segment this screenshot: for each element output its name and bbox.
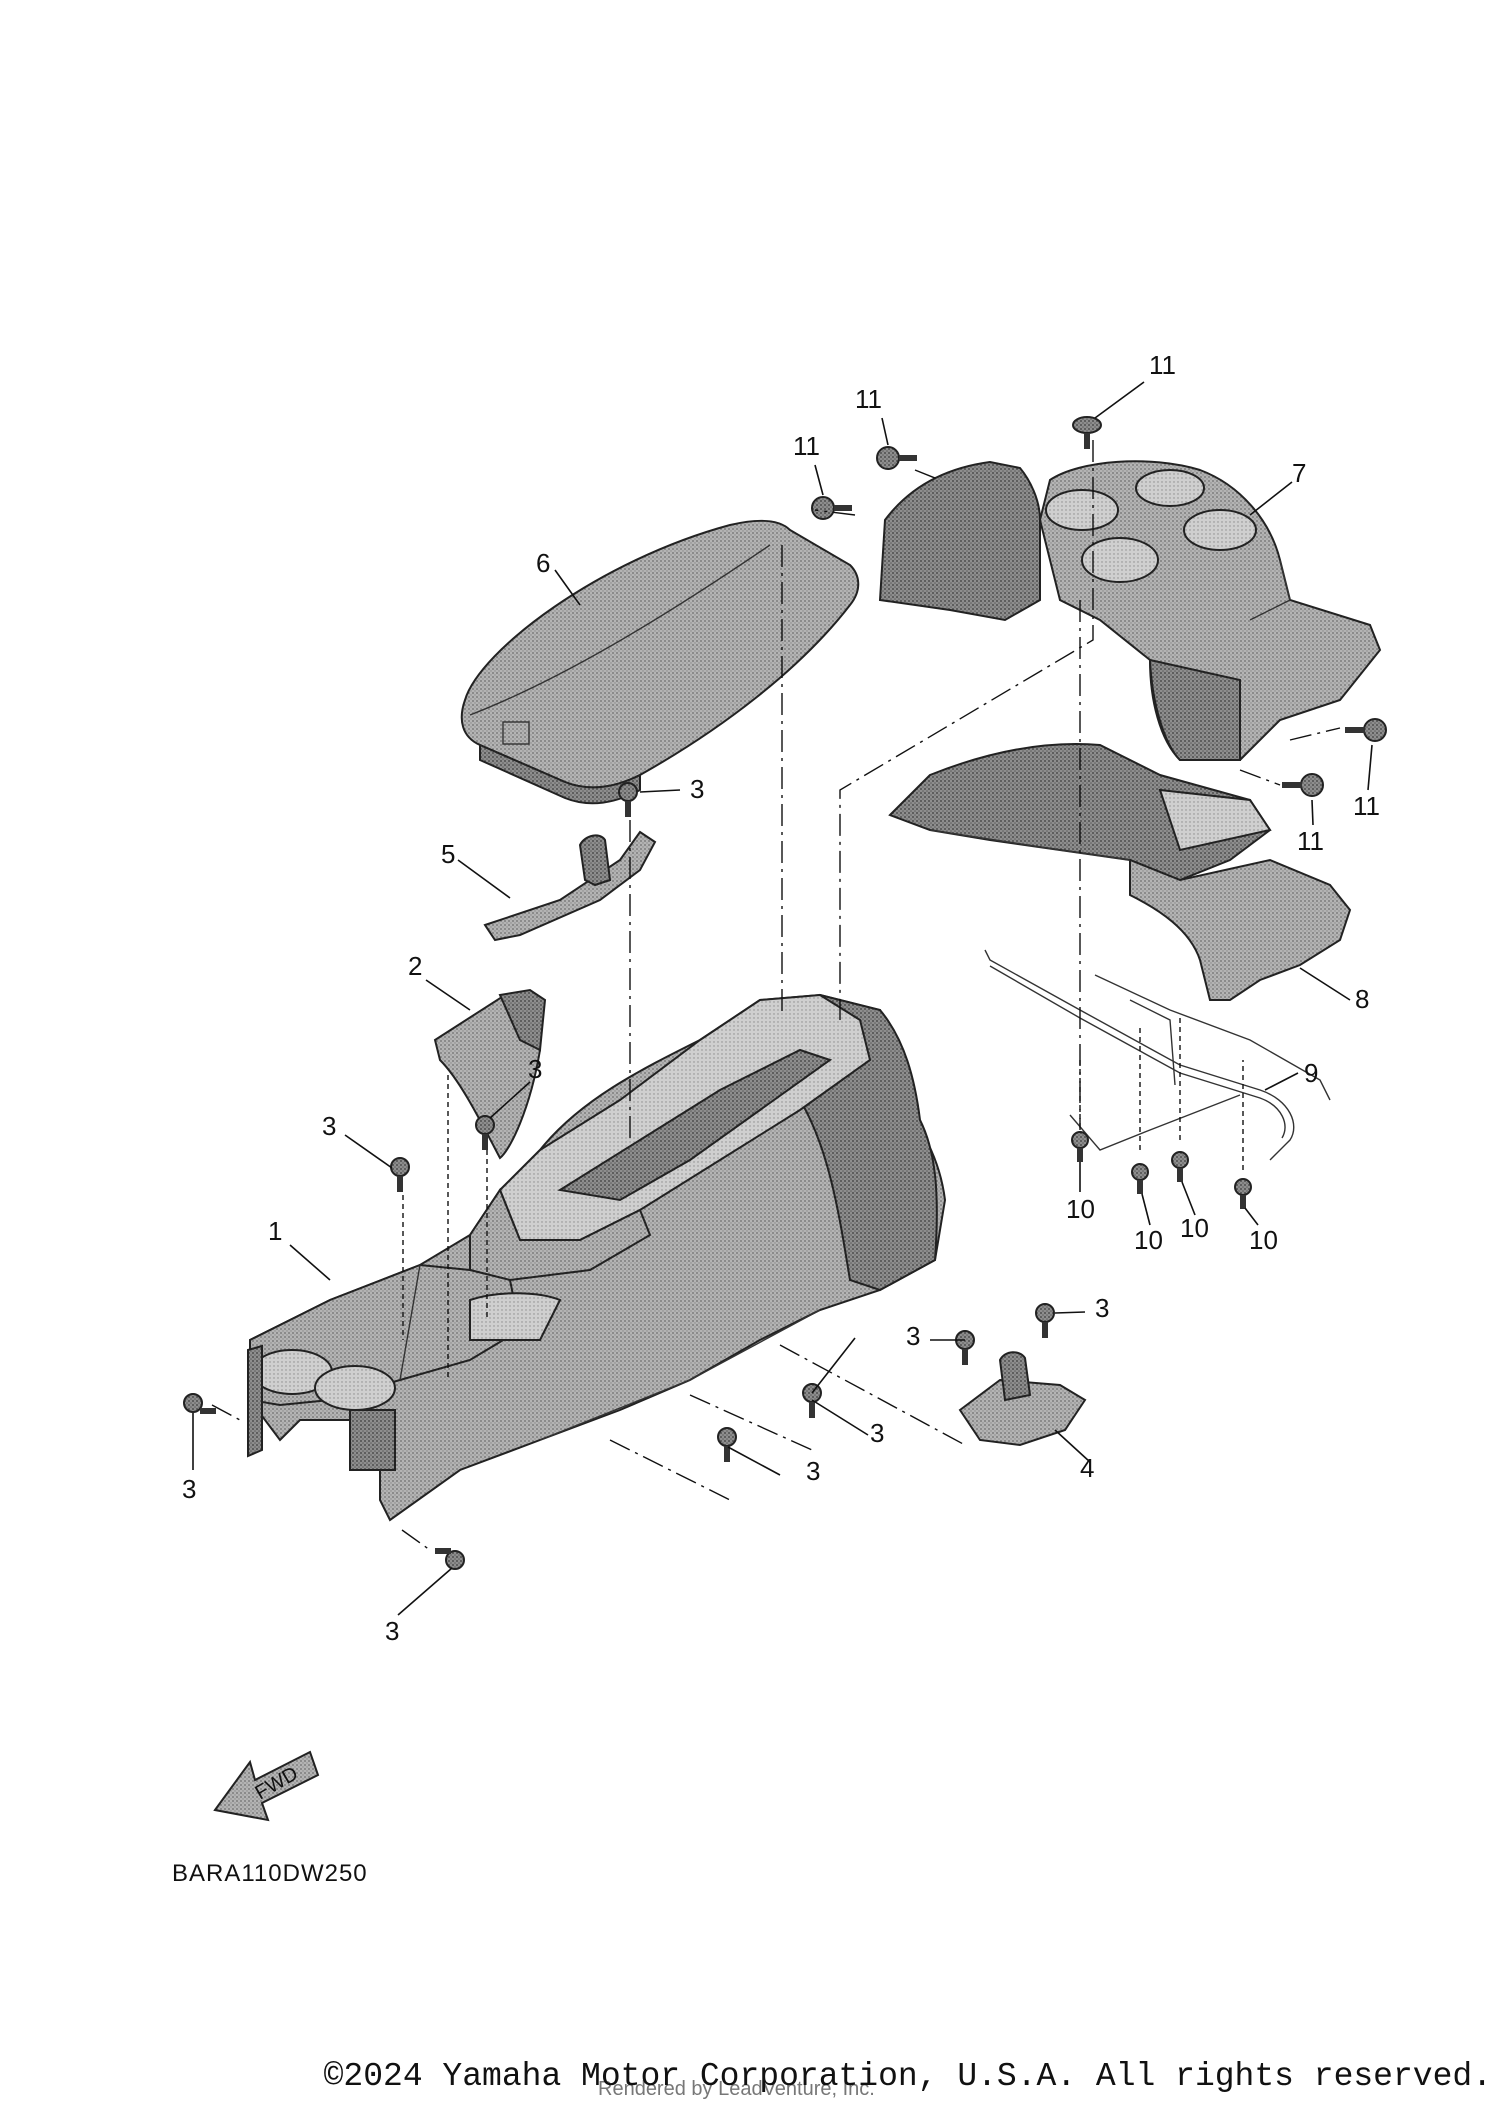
callout-6: 6: [536, 548, 550, 578]
center-console: [247, 993, 947, 1522]
clip-11-c: [1072, 416, 1102, 449]
bolt-3-h: [955, 1330, 975, 1365]
screw-10-d: [1234, 1178, 1252, 1209]
clip-11-e: [1282, 773, 1324, 797]
armrest-lid: [460, 519, 860, 805]
callout-3-b: 3: [528, 1054, 542, 1084]
callout-3-c: 3: [690, 774, 704, 804]
bolt-3-b: [475, 1115, 495, 1150]
callout-3-a: 3: [322, 1111, 336, 1141]
callout-8: 8: [1355, 984, 1369, 1014]
rear-cupholder-panel: [878, 460, 1382, 761]
bolt-3-a: [390, 1157, 410, 1192]
callout-3-f: 3: [806, 1456, 820, 1486]
callout-11-b: 11: [855, 384, 882, 414]
clip-11-d: [1345, 718, 1387, 742]
callout-3-g: 3: [870, 1418, 884, 1448]
bolt-3-d: [183, 1393, 216, 1414]
callout-3-h: 3: [906, 1321, 920, 1351]
assembly-lines: [211, 440, 1341, 1551]
callout-2: 2: [408, 951, 422, 981]
bolt-3-f: [717, 1427, 737, 1462]
callout-10-d: 10: [1249, 1225, 1278, 1255]
callout-10-c: 10: [1180, 1213, 1209, 1243]
callout-3-d: 3: [182, 1474, 196, 1504]
callout-4: 4: [1080, 1453, 1094, 1483]
screw-10-b: [1131, 1163, 1149, 1194]
callout-10-a: 10: [1066, 1194, 1095, 1224]
leader-lines: [192, 381, 1373, 1616]
fwd-arrow: FWD: [213, 1750, 320, 1822]
render-credit: Rendered by LeadVenture, Inc.: [598, 2078, 875, 2100]
callout-11-a: 11: [1149, 350, 1176, 380]
bolt-3-g: [802, 1383, 822, 1418]
fasteners: [183, 416, 1387, 1570]
diagram-reference-code: BARA110DW250: [172, 1860, 368, 1887]
callout-7: 7: [1292, 458, 1306, 488]
screw-10-c: [1171, 1151, 1189, 1182]
lower-tray: [888, 743, 1352, 1001]
callout-9: 9: [1304, 1058, 1318, 1088]
callout-3-e: 3: [385, 1616, 399, 1646]
copyright-notice: ©2024 Yamaha Motor Corporation, U.S.A. A…: [323, 2058, 1492, 2095]
callouts: 1 2 3 3 3 3 3 3 3 3 3 4 5 6 7 8 9 10 10 …: [182, 350, 1380, 1646]
screw-10-a: [1071, 1131, 1089, 1162]
clip-11-b: [876, 446, 917, 470]
bolt-3-i: [1035, 1303, 1055, 1338]
callout-11-e: 11: [1297, 826, 1324, 856]
support-bracket: [984, 949, 1331, 1161]
callout-5: 5: [441, 839, 455, 869]
small-bracket: [958, 1351, 1087, 1447]
bolt-3-e: [435, 1548, 465, 1570]
callout-1: 1: [268, 1216, 282, 1246]
cover-plate: [483, 830, 657, 942]
shift-cover: [433, 988, 547, 1160]
callout-11-d: 11: [1353, 791, 1380, 821]
bolt-3-c: [618, 782, 638, 817]
callout-10-b: 10: [1134, 1225, 1163, 1255]
clip-11-a: [811, 496, 852, 520]
callout-11-c: 11: [793, 431, 820, 461]
callout-3-i: 3: [1095, 1293, 1109, 1323]
